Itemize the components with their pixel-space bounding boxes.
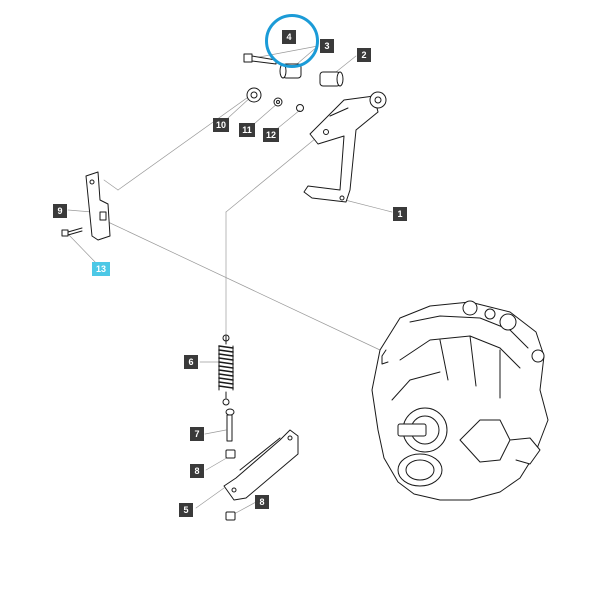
callout-3[interactable]: 3 xyxy=(320,39,334,53)
callout-1[interactable]: 1 xyxy=(393,207,407,221)
callout-12[interactable]: 12 xyxy=(263,128,279,142)
transmission-housing xyxy=(371,300,549,501)
callout-4[interactable]: 4 xyxy=(282,30,296,44)
washer-part xyxy=(273,97,283,107)
pedal-lever-part xyxy=(303,91,387,203)
return-spring-part xyxy=(218,334,234,406)
circlip-part xyxy=(296,104,304,112)
bushing-part xyxy=(319,71,344,87)
callout-6[interactable]: 6 xyxy=(184,355,198,369)
callout-8-lower[interactable]: 8 xyxy=(255,495,269,509)
callout-7[interactable]: 7 xyxy=(190,427,204,441)
small-bolt-part xyxy=(61,227,83,237)
callout-8-upper[interactable]: 8 xyxy=(190,464,204,478)
nut-part-lower xyxy=(225,511,236,521)
callout-11[interactable]: 11 xyxy=(239,123,255,137)
callout-10[interactable]: 10 xyxy=(213,118,229,132)
callout-9[interactable]: 9 xyxy=(53,204,67,218)
nut-part-upper xyxy=(225,449,236,459)
bolt-part xyxy=(243,53,277,65)
callout-5[interactable]: 5 xyxy=(179,503,193,517)
lower-bracket-part xyxy=(223,429,299,501)
leader-lines xyxy=(67,45,393,515)
bracket-part xyxy=(85,171,111,241)
bearing-part xyxy=(246,87,262,103)
callout-13[interactable]: 13 xyxy=(92,262,110,276)
rod-part xyxy=(225,408,235,442)
callout-2[interactable]: 2 xyxy=(357,48,371,62)
selection-ring xyxy=(265,14,319,68)
